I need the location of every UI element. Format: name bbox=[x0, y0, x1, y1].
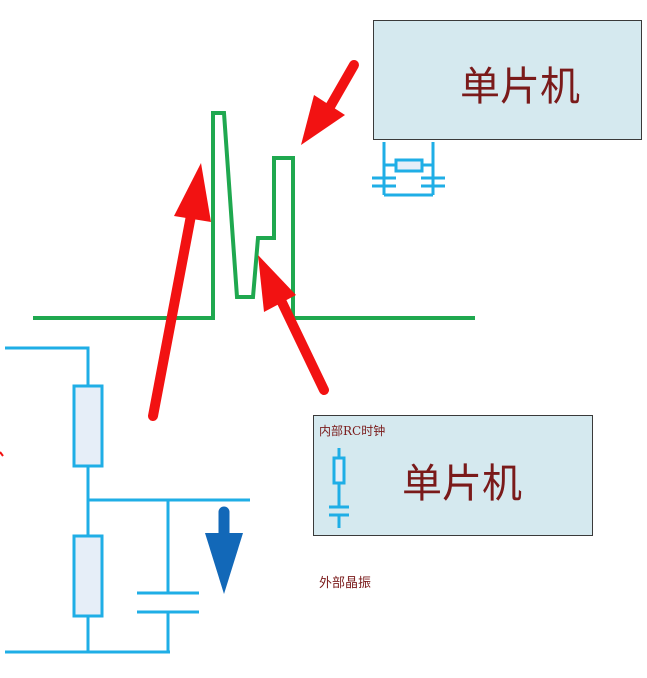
red-arrow-middle bbox=[258, 255, 329, 395]
mcu-box-internal-rc: 内部RC时钟 单片机 bbox=[313, 415, 593, 536]
red-arrow-top-right bbox=[301, 60, 359, 145]
rc-resistor-icon bbox=[329, 448, 349, 528]
rc-circuit bbox=[5, 346, 250, 654]
mcu-box-external-crystal: 单片机 bbox=[373, 20, 642, 140]
blue-arrow-down bbox=[205, 506, 243, 594]
crystal-symbol bbox=[372, 142, 445, 197]
internal-rc-caption: 内部RC时钟 bbox=[319, 424, 386, 438]
green-waveform bbox=[33, 111, 475, 320]
external-crystal-label: 外部晶振 bbox=[319, 576, 372, 591]
mcu-title-bottom: 单片机 bbox=[402, 461, 522, 507]
mcu-title-top: 单片机 bbox=[460, 64, 580, 110]
red-arrow-left bbox=[148, 163, 211, 421]
left-edge-mark bbox=[0, 451, 4, 457]
resistor-lower bbox=[72, 534, 104, 618]
resistor-upper bbox=[72, 384, 104, 468]
